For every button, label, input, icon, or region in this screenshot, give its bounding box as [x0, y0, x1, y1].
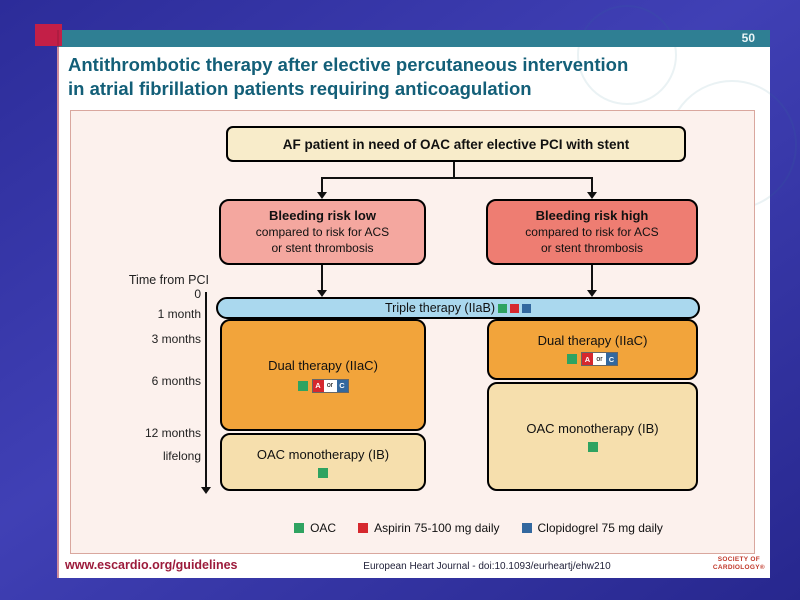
- root-node-af-patient: AF patient in need of OAC after elective…: [226, 126, 686, 162]
- dual-therapy-drug-chips: A or C: [567, 352, 618, 366]
- journal-citation: European Heart Journal - doi:10.1093/eur…: [363, 561, 611, 572]
- timeline-tick-0: 0: [194, 287, 201, 301]
- timeline-tick-1month: 1 month: [157, 307, 201, 321]
- left-edge-rule: [57, 30, 59, 578]
- node-oac-monotherapy-low-risk: OAC monotherapy (IB): [220, 433, 426, 491]
- timeline-axis-line: [205, 292, 207, 488]
- oac-swatch: [587, 442, 598, 452]
- slide: 50 Antithrombotic therapy after elective…: [57, 5, 797, 578]
- clopidogrel-chip: C: [606, 353, 617, 365]
- arrow-down-icon: [317, 290, 327, 297]
- arrow-down-icon: [587, 192, 597, 199]
- clopidogrel-chip: C: [336, 379, 348, 392]
- ornament-circle: [577, 5, 677, 105]
- timeline-tick-3months: 3 months: [151, 332, 201, 346]
- dual-therapy-drug-chips: A or C: [297, 378, 349, 393]
- oac-swatch: [498, 303, 507, 313]
- slide-title-line2: in atrial fibrillation patients requirin…: [68, 77, 532, 99]
- escardio-guidelines-link[interactable]: www.escardio.org/guidelines: [65, 558, 238, 572]
- or-chip: or: [323, 379, 337, 392]
- legend-item-clopidogrel: Clopidogrel 75 mg daily: [521, 521, 663, 535]
- node-dual-therapy-low-risk: Dual therapy (IIaC) A or C: [220, 319, 426, 431]
- node-triple-therapy: Triple therapy (IIaB): [216, 297, 700, 319]
- connector-line: [591, 177, 593, 192]
- flowchart-panel: AF patient in need of OAC after elective…: [70, 110, 755, 554]
- slide-top-bar: 50: [57, 30, 770, 47]
- oac-swatch: [567, 354, 577, 364]
- node-bleeding-risk-high: Bleeding risk high compared to risk for …: [486, 199, 698, 265]
- esc-logo: SOCIETY OF CARDIOLOGY®: [712, 556, 765, 571]
- legend-item-oac: OAC: [294, 521, 336, 535]
- red-accent-block: [35, 24, 62, 46]
- oac-swatch: [294, 523, 305, 533]
- oac-swatch: [318, 467, 328, 478]
- timeline-title: Time from PCI: [128, 273, 209, 287]
- connector-line: [321, 177, 323, 192]
- connector-line: [321, 265, 323, 290]
- or-chip: or: [593, 353, 606, 365]
- timeline-tick-12months: 12 months: [144, 426, 201, 440]
- clopidogrel-swatch: [522, 303, 531, 313]
- aspirin-chip: A: [582, 353, 593, 365]
- oac-swatch: [297, 380, 308, 391]
- arrow-down-icon: [317, 192, 327, 199]
- connector-line: [591, 265, 593, 290]
- aspirin-swatch: [358, 523, 369, 533]
- connector-line: [453, 162, 455, 178]
- aspirin-swatch: [510, 303, 519, 313]
- aspirin-chip: A: [312, 379, 324, 392]
- legend-item-aspirin: Aspirin 75-100 mg daily: [358, 521, 500, 535]
- arrow-down-icon: [587, 290, 597, 297]
- connector-line: [322, 177, 592, 179]
- slide-number: 50: [741, 31, 755, 45]
- slide-title: Antithrombotic therapy after elective pe…: [68, 53, 766, 100]
- legend: OAC Aspirin 75-100 mg daily Clopidogrel …: [216, 517, 741, 539]
- node-oac-monotherapy-high-risk: OAC monotherapy (IB): [487, 382, 698, 491]
- timeline-tick-lifelong: lifelong: [162, 449, 201, 463]
- node-bleeding-risk-low: Bleeding risk low compared to risk for A…: [219, 199, 426, 265]
- timeline-tick-6months: 6 months: [151, 374, 201, 388]
- clopidogrel-swatch: [521, 523, 532, 533]
- timeline-arrowhead-icon: [201, 487, 211, 494]
- slide-title-line1: Antithrombotic therapy after elective pe…: [68, 54, 629, 75]
- node-dual-therapy-high-risk: Dual therapy (IIaC) A or C: [487, 319, 698, 380]
